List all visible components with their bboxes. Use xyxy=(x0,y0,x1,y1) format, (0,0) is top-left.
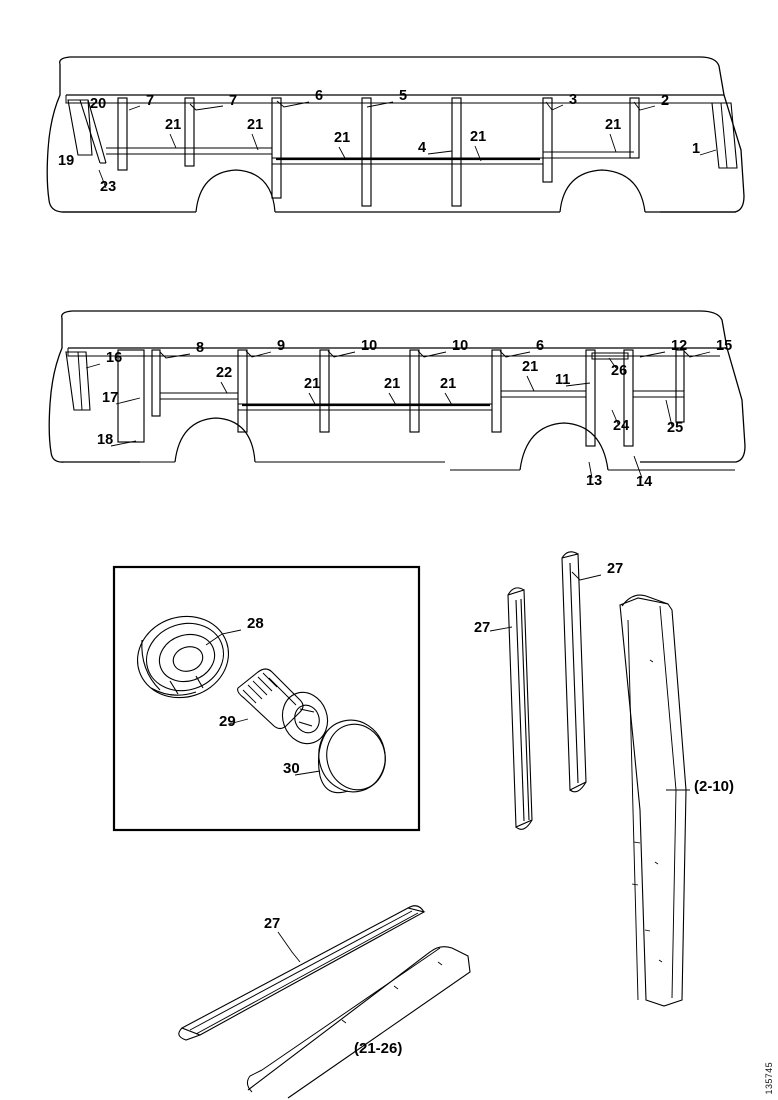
callout-6: 6 xyxy=(315,88,323,104)
detail-box-frame xyxy=(112,565,421,832)
callout-27: 27 xyxy=(264,916,280,932)
callout-21-26: (21-26) xyxy=(354,1040,402,1057)
callout-2: 2 xyxy=(661,93,669,109)
callout-5: 5 xyxy=(399,88,407,104)
drawing-sheet-code: 135745 xyxy=(764,1061,774,1094)
callout-21: 21 xyxy=(605,117,621,133)
callout-labels: 20 7 7 6 5 3 2 21 21 21 21 21 4 1 19 23 … xyxy=(58,88,734,1057)
callout-6: 6 xyxy=(536,338,544,354)
callout-21: 21 xyxy=(304,376,320,392)
callout-29: 29 xyxy=(219,713,236,730)
callout-21: 21 xyxy=(440,376,456,392)
callout-13: 13 xyxy=(586,473,602,489)
callout-1: 1 xyxy=(692,141,700,157)
callout-18: 18 xyxy=(97,432,113,448)
figure-rails-right xyxy=(507,551,687,1007)
callout-3: 3 xyxy=(569,92,577,108)
callout-2-10: (2-10) xyxy=(694,778,734,795)
callout-11: 11 xyxy=(555,372,570,388)
callout-19: 19 xyxy=(58,153,74,169)
leaders-rails-bottom xyxy=(277,931,301,963)
callout-23: 23 xyxy=(100,179,116,195)
callout-9: 9 xyxy=(277,338,285,354)
callout-15: 15 xyxy=(716,338,732,354)
leaders-view-lower xyxy=(85,350,711,479)
callout-25: 25 xyxy=(667,420,683,436)
callout-21: 21 xyxy=(247,117,263,133)
callout-20: 20 xyxy=(90,96,106,112)
callout-8: 8 xyxy=(196,340,204,356)
callout-21: 21 xyxy=(165,117,181,133)
callout-30: 30 xyxy=(283,760,300,777)
leaders-view-upper xyxy=(98,100,717,189)
figure-detail-box xyxy=(112,565,421,832)
callout-12: 12 xyxy=(671,338,687,354)
callout-4: 4 xyxy=(418,140,426,156)
leaders-rails-right xyxy=(489,571,690,791)
callout-7: 7 xyxy=(146,93,154,109)
callout-21: 21 xyxy=(470,129,486,145)
callout-14: 14 xyxy=(636,474,652,490)
callout-22: 22 xyxy=(216,365,232,381)
callout-21: 21 xyxy=(522,359,538,375)
callout-7: 7 xyxy=(229,93,237,109)
callout-28: 28 xyxy=(247,615,264,632)
callout-26: 26 xyxy=(611,363,627,379)
callout-17: 17 xyxy=(102,390,118,406)
callout-16: 16 xyxy=(106,350,122,366)
figure-view-upper xyxy=(46,56,745,213)
callout-10: 10 xyxy=(452,338,468,354)
figure-view-lower xyxy=(48,310,746,471)
callout-21: 21 xyxy=(384,376,400,392)
callout-10: 10 xyxy=(361,338,377,354)
callout-24: 24 xyxy=(613,418,629,434)
callout-27: 27 xyxy=(474,620,490,636)
callout-27: 27 xyxy=(607,561,623,577)
figure-rails-bottom xyxy=(178,905,471,1099)
callout-21: 21 xyxy=(334,130,350,146)
